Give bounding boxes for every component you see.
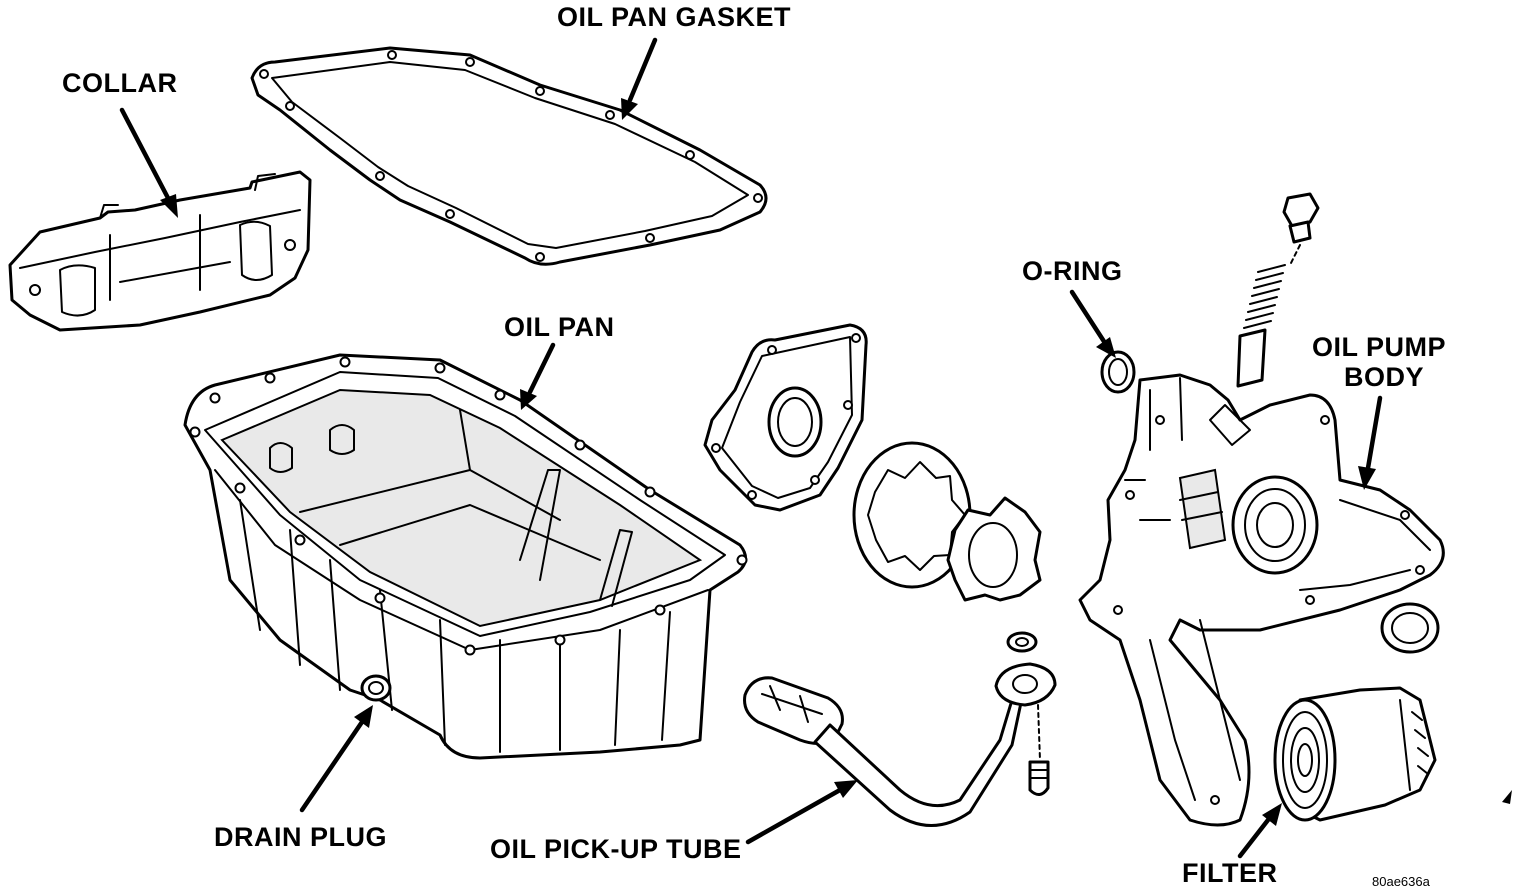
o-ring-label: O-RING [1022,256,1123,286]
inner-rotor-part [946,496,1042,602]
oil-pickup-tube-label: OIL PICK-UP TUBE [490,834,742,864]
front-seal-part [1380,602,1440,654]
oil-pan-gasket-part [250,46,768,266]
leader-arrows [119,37,1512,859]
collar-label: COLLAR [62,68,177,98]
oil-pan-gasket-label: OIL PAN GASKET [557,2,791,32]
relief-valve-parts [1236,192,1320,388]
filter-label: FILTER [1182,858,1277,888]
oil-pickup-tube-part [743,631,1057,827]
oil-filter-part [1273,686,1437,822]
oil-pan-part [183,353,748,760]
pump-cover-plate-part [703,323,868,512]
oil-pan-label: OIL PAN [504,312,615,342]
drain-plug-part [360,674,392,702]
oil-pump-body-label-line2: BODY [1344,362,1424,392]
outer-rotor-part [852,441,972,589]
collar-part [8,170,312,332]
oil-pump-body-label-line1: OIL PUMP [1312,332,1446,362]
o-ring-part [1100,350,1136,394]
drain-plug-label: DRAIN PLUG [214,822,387,852]
figure-code: 80ae636a [1372,874,1431,889]
oil-pump-body-part [1078,373,1445,827]
